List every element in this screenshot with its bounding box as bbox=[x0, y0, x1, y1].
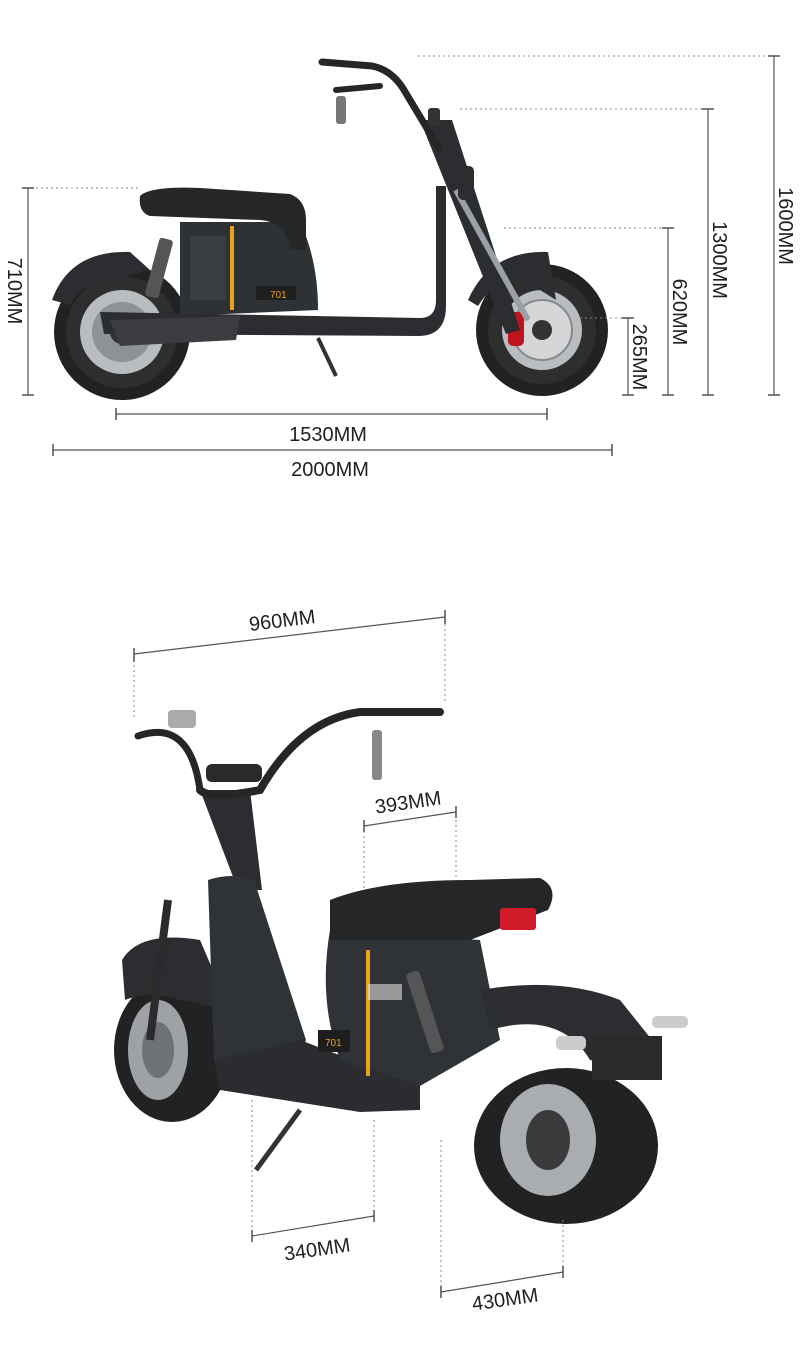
dim-ground-clearance: 265MM bbox=[622, 317, 650, 396]
dim-rear-tire-width: 430MM bbox=[440, 1266, 564, 1316]
label-seat-height: 710MM bbox=[3, 258, 25, 325]
dim-overall-length: 2000MM bbox=[52, 444, 613, 481]
dim-front-fender-height: 620MM bbox=[662, 227, 690, 396]
label-rear-tire-width: 430MM bbox=[471, 1285, 540, 1316]
footboard bbox=[214, 1040, 420, 1112]
model-badge bbox=[256, 286, 296, 300]
front-wheel-rear-view bbox=[114, 978, 230, 1122]
seat bbox=[139, 187, 306, 250]
seat-rear-view bbox=[330, 878, 553, 940]
label-wheelbase: 1530MM bbox=[289, 424, 367, 446]
dim-footboard-width: 340MM bbox=[251, 1210, 375, 1266]
dim-handlebar-width: 960MM bbox=[133, 606, 446, 662]
badge-text-rear-view: 701 bbox=[325, 1038, 342, 1049]
dim-overall-height: 1600MM bbox=[768, 55, 796, 396]
rear-view-display bbox=[206, 764, 262, 782]
dim-handlebar-height: 1300MM bbox=[702, 108, 730, 396]
label-front-fender-height: 620MM bbox=[668, 279, 690, 346]
dim-seat-height: 710MM bbox=[3, 187, 34, 396]
dim-seat-width: 393MM bbox=[363, 788, 457, 832]
front-panel bbox=[208, 876, 306, 1066]
label-footboard-width: 340MM bbox=[283, 1235, 352, 1266]
rear-view-scooter: 701 bbox=[114, 708, 688, 1224]
label-handlebar-width: 960MM bbox=[248, 606, 317, 636]
badge-text: 701 bbox=[270, 290, 287, 301]
dim-wheelbase: 1530MM bbox=[115, 408, 548, 446]
label-handlebar-height: 1300MM bbox=[708, 221, 730, 299]
side-view-scooter: 701 bbox=[52, 58, 608, 400]
taillight bbox=[500, 908, 536, 930]
rear-wheel-rear-view bbox=[474, 1068, 658, 1224]
side-view-dimensions: 1600MM 1300MM 620MM 265MM 710MM bbox=[3, 55, 796, 481]
label-overall-height: 1600MM bbox=[774, 187, 796, 265]
label-overall-length: 2000MM bbox=[291, 459, 369, 481]
label-ground-clearance: 265MM bbox=[628, 324, 650, 391]
label-seat-width: 393MM bbox=[374, 788, 443, 819]
